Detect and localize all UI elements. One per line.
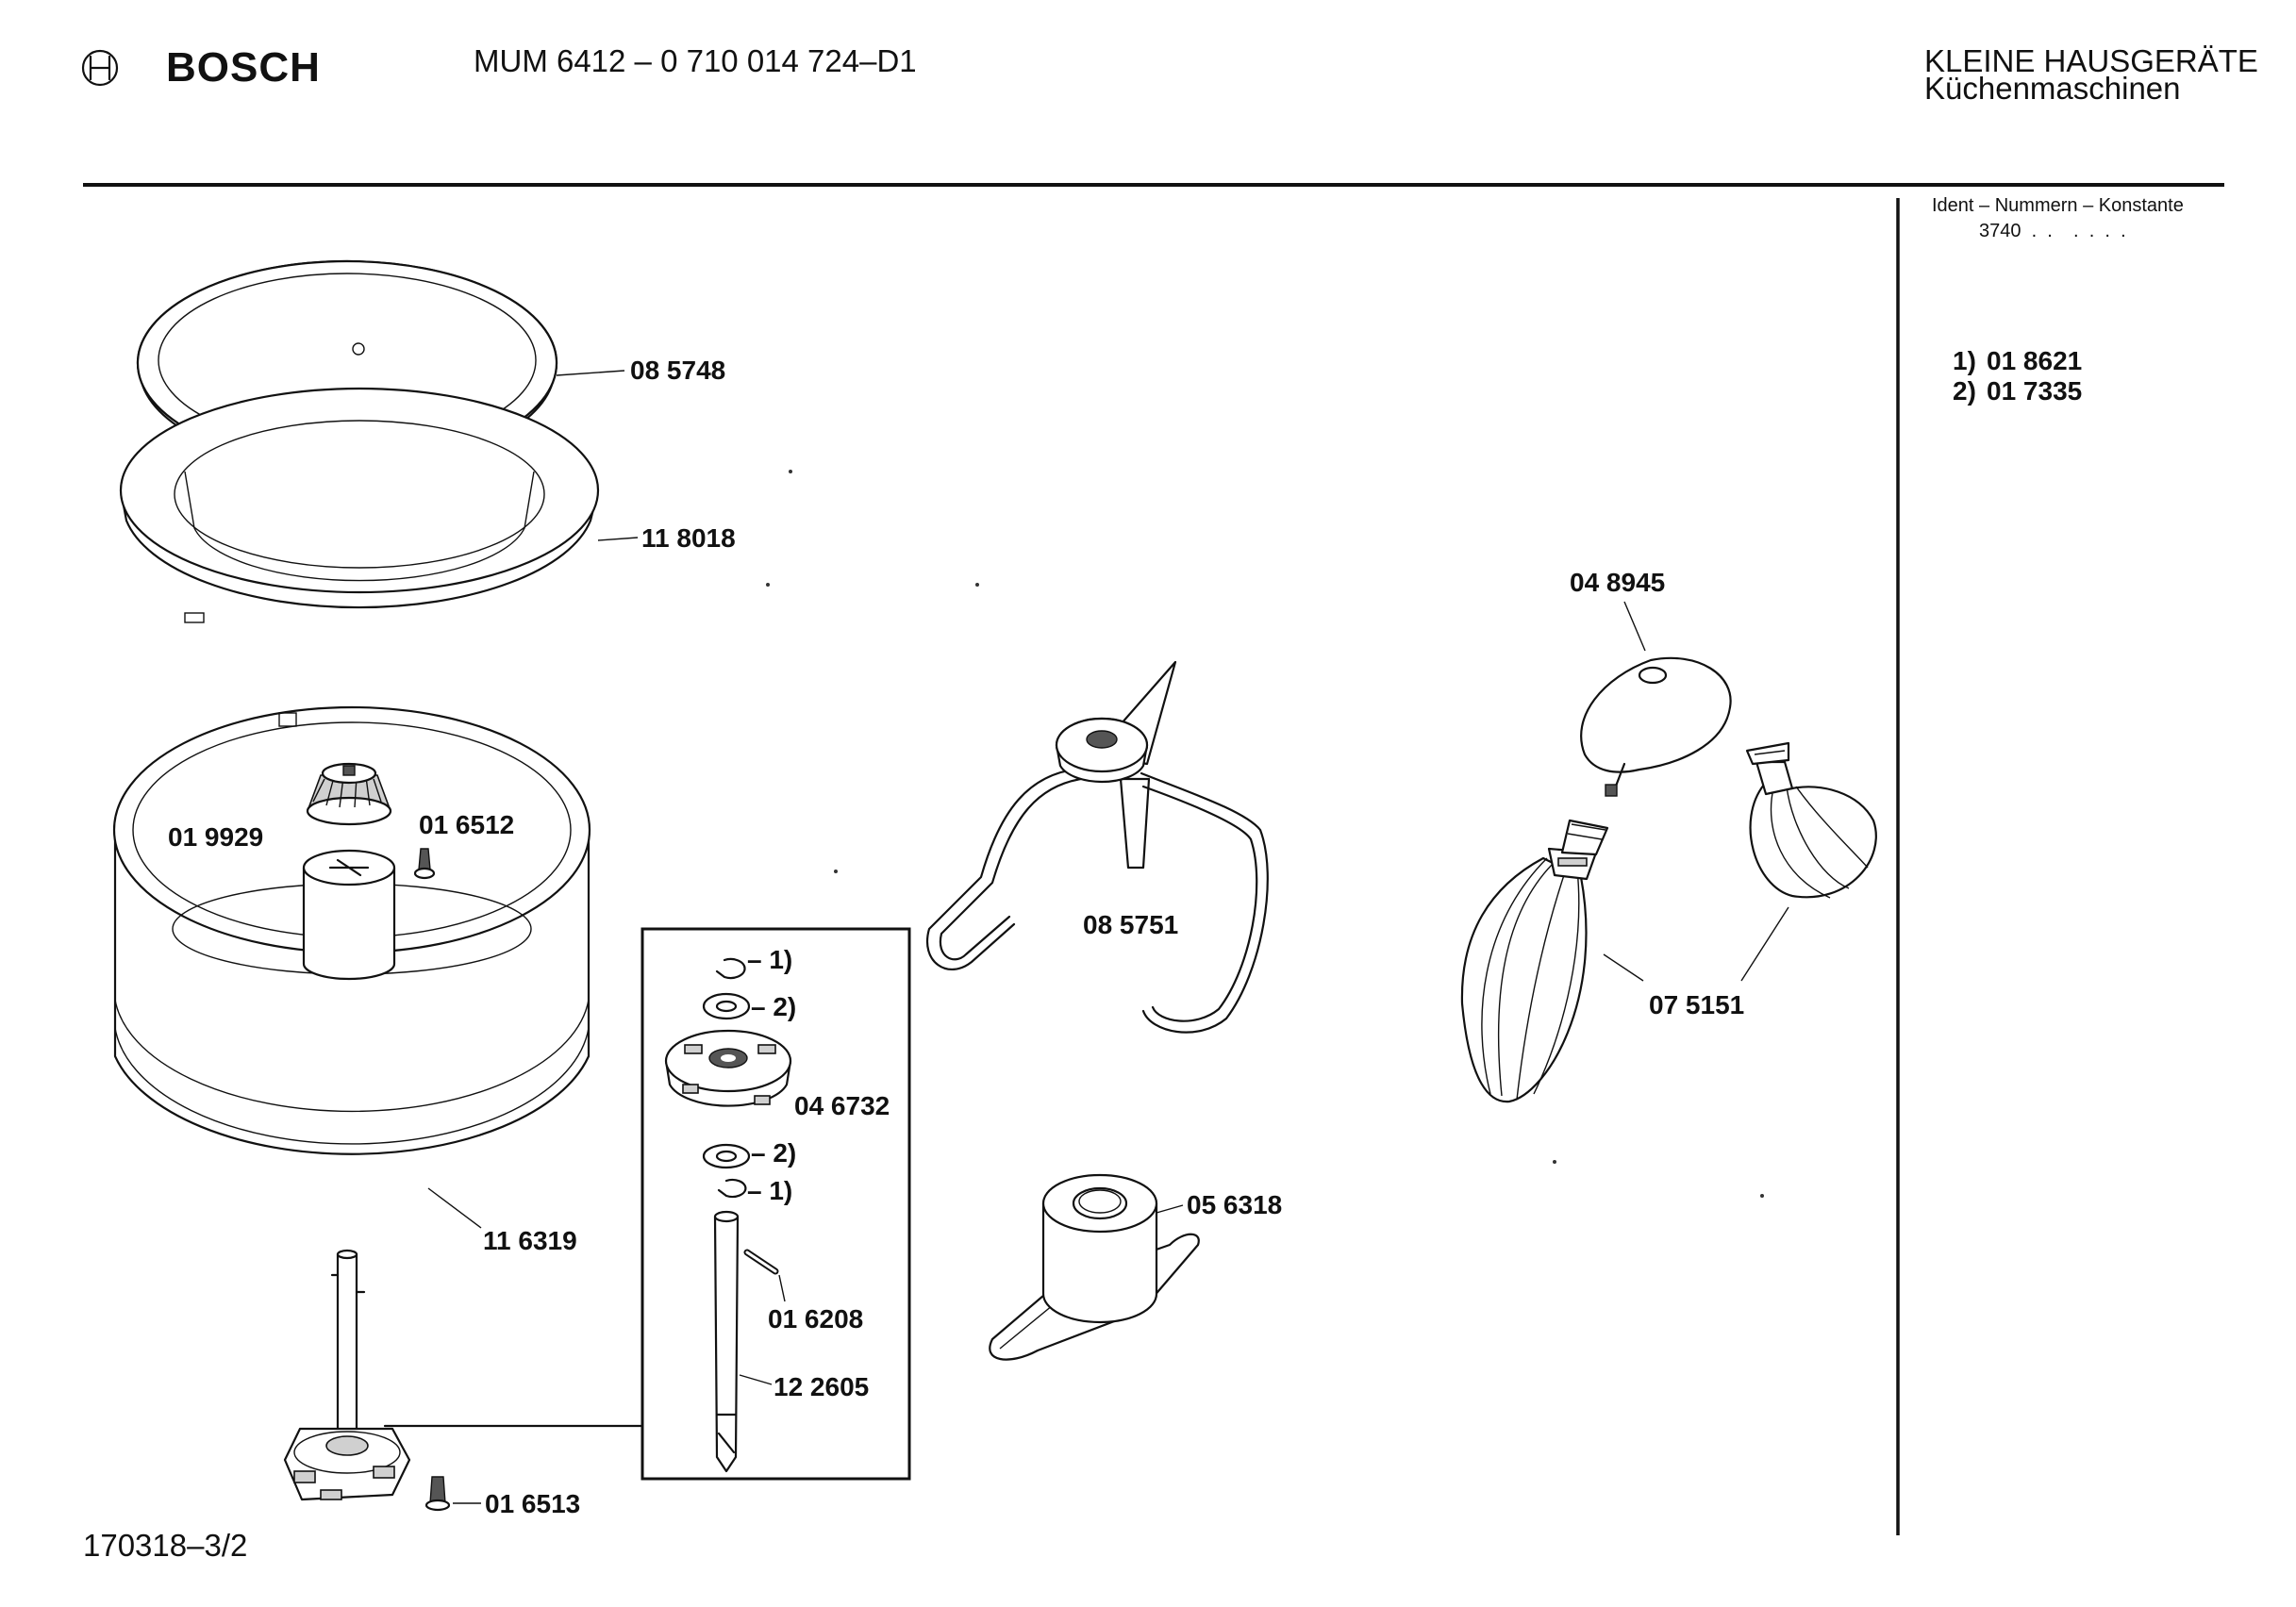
model-title: MUM 6412 – 0 710 014 724–D1 — [474, 43, 917, 78]
ident-value: 3740 . . . . . . — [1979, 221, 2126, 241]
label-note2-lower: – 2) — [751, 1138, 796, 1168]
label-056318: 05 6318 — [1187, 1190, 1282, 1219]
ring-part-drawing — [119, 387, 600, 623]
label-note2-upper: – 2) — [751, 992, 796, 1021]
note-value-1: 01 8621 — [1987, 346, 2082, 375]
whisk-left-drawing — [1460, 819, 1609, 1103]
leader-118018 — [597, 537, 639, 541]
label-note1-upper: – 1) — [747, 945, 792, 974]
detail-box-parts — [664, 957, 792, 1473]
subcategory-title: Küchenmaschinen — [1924, 71, 2181, 106]
detail-box — [641, 927, 911, 1481]
bowl-part-drawing — [112, 705, 591, 1155]
label-016512: 01 6512 — [419, 810, 514, 839]
label-046732: 04 6732 — [794, 1091, 890, 1120]
label-122605: 12 2605 — [774, 1372, 869, 1401]
label-116319: 11 6319 — [483, 1226, 577, 1255]
label-075151: 07 5151 — [1649, 990, 1744, 1019]
leader-116319 — [427, 1187, 482, 1229]
note-value-2: 01 7335 — [1987, 376, 2082, 406]
scan-dots — [766, 470, 1764, 1198]
leader-075151-left — [1603, 953, 1644, 982]
label-085751: 08 5751 — [1083, 910, 1178, 939]
leader-122605 — [739, 1374, 773, 1385]
label-085748: 08 5748 — [630, 356, 725, 385]
whisk-right-drawing — [1745, 741, 1877, 899]
blade-part-drawing — [989, 1173, 1200, 1361]
drawing-number: 170318–3/2 — [83, 1528, 247, 1563]
label-016513: 01 6513 — [485, 1489, 580, 1518]
category-title: KLEINE HAUSGERÄTE — [1924, 43, 2258, 78]
cover-part-drawing — [1580, 656, 1732, 797]
label-048945: 04 8945 — [1570, 568, 1665, 597]
note-key-1: 1) — [1953, 346, 1976, 375]
bosch-logo-icon — [81, 49, 119, 87]
leader-056318 — [1156, 1204, 1184, 1214]
label-118018: 11 8018 — [641, 523, 736, 553]
drive-shaft-drawing — [283, 1249, 451, 1512]
leader-048945 — [1623, 601, 1646, 652]
brand-name: BOSCH — [166, 44, 321, 91]
label-note1-lower: – 1) — [747, 1176, 792, 1205]
label-016208: 01 6208 — [768, 1304, 863, 1334]
label-019929: 01 9929 — [168, 822, 263, 852]
dough-hook-drawing — [926, 660, 1269, 1034]
leader-085748 — [556, 370, 625, 376]
leader-075151-right — [1740, 906, 1789, 982]
note-key-2: 2) — [1953, 376, 1976, 406]
ident-title: Ident – Nummern – Konstante — [1932, 195, 2184, 216]
leader-016208 — [778, 1274, 786, 1302]
